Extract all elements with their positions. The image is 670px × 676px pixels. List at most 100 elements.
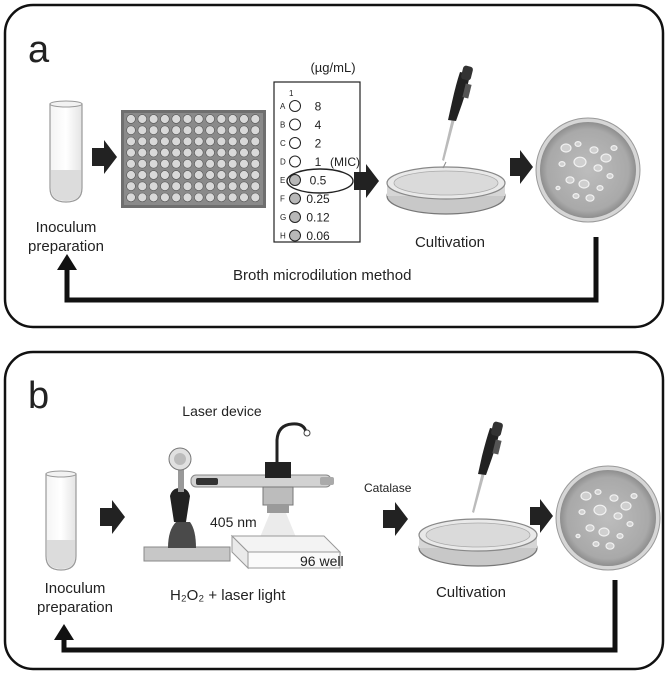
dilution-well <box>289 100 301 112</box>
microplate-well <box>148 114 159 124</box>
concentration-value: 4 <box>315 118 322 132</box>
feedback-loop-arrow <box>64 237 599 303</box>
microplate-well <box>216 181 227 191</box>
colony <box>630 493 638 500</box>
microplate-well <box>171 114 181 124</box>
cultivation-label-b: Cultivation <box>436 584 506 601</box>
unit-label: (µg/mL) <box>310 60 355 75</box>
test-tube-icon <box>45 470 77 571</box>
microplate-well <box>148 170 159 180</box>
inoculum-label-b-line1: Inoculum <box>45 580 106 597</box>
microplate-well <box>160 181 170 191</box>
colony <box>594 489 602 496</box>
microplate-well <box>216 136 227 147</box>
dilution-well <box>289 155 301 168</box>
colony <box>560 143 572 153</box>
microplate-well <box>182 147 193 158</box>
microplate-well <box>228 136 238 147</box>
arrow-right-icon <box>354 164 379 198</box>
concentration-value: 8 <box>315 100 322 114</box>
arrow-up-icon <box>57 254 77 270</box>
row-letter: F <box>280 195 285 204</box>
microplate-well <box>239 181 249 191</box>
concentration-value: 0.06 <box>306 229 330 243</box>
microplate-well <box>194 114 204 124</box>
microplate-well <box>216 147 227 158</box>
microplate-well <box>239 159 249 169</box>
dilution-well <box>289 211 301 223</box>
microplate-well <box>250 159 261 169</box>
colony <box>574 141 582 148</box>
microplate-well <box>137 125 148 135</box>
microplate-well <box>160 136 170 147</box>
microplate-well <box>250 147 261 158</box>
microplate-well <box>228 125 238 135</box>
colony <box>585 194 595 202</box>
colony <box>610 145 618 152</box>
microplate-well <box>194 125 204 135</box>
dilution-well <box>289 118 301 131</box>
arrow-right-icon <box>510 150 533 184</box>
microplate-well <box>250 170 261 180</box>
method-label: Broth microdilution method <box>233 267 411 284</box>
microplate-well <box>126 125 136 135</box>
microplate-well <box>182 136 193 147</box>
microplate-well <box>205 125 215 135</box>
colony <box>572 193 580 200</box>
colony <box>575 533 581 539</box>
colony <box>609 494 619 502</box>
microplate-well <box>182 125 193 135</box>
colony <box>598 527 610 537</box>
microplate-well <box>205 170 215 180</box>
petri-dish-icon <box>418 518 538 567</box>
microplate-well <box>137 136 148 147</box>
arrow-right-icon <box>100 500 125 534</box>
microplate-well <box>250 181 261 191</box>
arrow-up-icon <box>54 624 74 640</box>
microplate-well <box>205 114 215 124</box>
well-label: 96 well <box>300 553 344 569</box>
colony <box>600 153 612 163</box>
microplate-well <box>160 170 170 180</box>
microplate-well <box>250 192 261 203</box>
concentration-value: 0.25 <box>306 192 330 206</box>
row-letter: D <box>280 158 286 167</box>
microplate-well <box>228 114 238 124</box>
pipette-icon <box>472 421 503 513</box>
microplate-well <box>205 136 215 147</box>
microplate-well <box>137 192 148 203</box>
row-letter: A <box>280 102 286 111</box>
agar-plate-icon <box>555 465 661 571</box>
dilution-well <box>289 229 301 242</box>
colony <box>580 491 592 501</box>
microplate-well <box>137 170 148 180</box>
microplate-well <box>126 136 136 147</box>
colony <box>585 524 595 532</box>
microplate-well <box>239 170 249 180</box>
microplate-well <box>171 192 181 203</box>
colony <box>592 540 600 547</box>
row-letter: E <box>280 176 285 185</box>
microplate-well <box>171 147 181 158</box>
microplate-well <box>205 147 215 158</box>
colony <box>606 173 614 180</box>
treatment-label: H₂O₂ + laser light <box>170 587 286 604</box>
colony <box>573 156 587 168</box>
petri-dish-icon <box>386 166 506 215</box>
microplate-well <box>171 181 181 191</box>
microplate-well <box>250 125 261 135</box>
microplate-well <box>182 181 193 191</box>
microplate-well <box>148 136 159 147</box>
laser-device-label: Laser device <box>182 403 262 419</box>
laser-device-icon <box>143 422 342 570</box>
colony <box>626 520 634 527</box>
microplate-well <box>182 159 193 169</box>
concentration-value: 0.5 <box>310 174 327 188</box>
inoculum-label-a-line1: Inoculum <box>36 219 97 236</box>
test-tube-icon <box>49 100 83 203</box>
microplate-well <box>239 192 249 203</box>
microplate-well <box>239 147 249 158</box>
microplate-well <box>160 125 170 135</box>
dilution-well <box>289 192 301 205</box>
